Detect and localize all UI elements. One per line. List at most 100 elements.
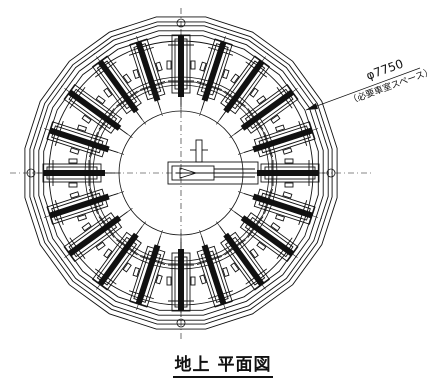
wheel-right bbox=[77, 124, 87, 132]
wheel-left bbox=[282, 191, 293, 199]
bay-tick bbox=[69, 237, 86, 260]
bay-stem bbox=[119, 211, 128, 219]
wheel-right bbox=[275, 214, 285, 222]
bay-tick bbox=[276, 86, 293, 109]
vehicle-pallet bbox=[201, 40, 227, 102]
axis-marker bbox=[326, 168, 336, 178]
bay-stem bbox=[234, 211, 243, 219]
bay-tick bbox=[128, 46, 154, 56]
inner-ring-lines bbox=[84, 76, 278, 270]
wheel-right bbox=[68, 158, 78, 164]
outer-ring-2 bbox=[29, 21, 333, 325]
vehicle-pallet bbox=[43, 170, 105, 176]
bay-tick bbox=[116, 239, 138, 256]
wheel-left bbox=[275, 124, 285, 132]
wheel-right bbox=[249, 87, 259, 98]
inner-ring-2 bbox=[92, 84, 270, 262]
wheel-left bbox=[132, 69, 140, 79]
wheel-left bbox=[155, 274, 163, 285]
wheel-right bbox=[166, 276, 172, 286]
bay-tick bbox=[224, 239, 246, 256]
bay-stem bbox=[108, 192, 119, 197]
parking-bay bbox=[91, 226, 143, 291]
wheel-right bbox=[132, 267, 140, 277]
bay-tick bbox=[69, 86, 86, 109]
vehicle-pallet bbox=[135, 244, 161, 306]
axis-marker bbox=[26, 168, 36, 178]
parking-bay bbox=[166, 239, 196, 312]
outer-ring-3 bbox=[33, 25, 329, 321]
dimension-leader bbox=[305, 67, 421, 111]
wheel-left bbox=[69, 147, 80, 155]
wheel-left bbox=[122, 262, 132, 273]
drawing-title: 地上 平面図 bbox=[172, 355, 274, 378]
center-turntable bbox=[167, 139, 259, 185]
wheel-right bbox=[122, 73, 132, 84]
axis-marker bbox=[176, 18, 186, 28]
wheel-left bbox=[230, 73, 240, 84]
bay-stem bbox=[135, 226, 143, 235]
parking-bay bbox=[247, 158, 320, 188]
turntable-post bbox=[195, 139, 203, 163]
inner-polygon bbox=[89, 81, 273, 265]
outer-ring-5 bbox=[43, 35, 319, 311]
vehicle-pallet bbox=[178, 249, 184, 311]
parking-bay bbox=[219, 226, 271, 291]
bay-tick bbox=[98, 216, 115, 238]
parking-bay bbox=[166, 34, 196, 107]
wheel-right bbox=[155, 61, 163, 72]
vehicle-pallet bbox=[223, 59, 265, 114]
vehicle-pallet bbox=[201, 244, 227, 306]
bay-tick bbox=[140, 256, 166, 265]
bay-tick bbox=[245, 268, 268, 285]
bay-tick bbox=[94, 268, 117, 285]
bay-tick bbox=[196, 256, 222, 265]
parking-bay bbox=[63, 211, 128, 263]
turntable-arrow bbox=[179, 167, 198, 179]
wheel-right bbox=[230, 262, 240, 273]
bay-stem bbox=[108, 149, 119, 154]
bay-stem bbox=[243, 149, 254, 154]
bay-stem bbox=[219, 111, 227, 120]
bay-stem bbox=[157, 100, 162, 111]
bay-stem bbox=[135, 111, 143, 120]
wheel-right bbox=[190, 60, 196, 70]
bay-tick bbox=[276, 237, 293, 260]
wheel-left bbox=[222, 267, 230, 277]
vehicle-pallet bbox=[48, 193, 110, 219]
bay-tick bbox=[89, 188, 98, 214]
parking-bay bbox=[42, 158, 115, 188]
vehicle-pallet bbox=[67, 215, 122, 257]
wheel-right bbox=[103, 248, 113, 259]
vehicle-pallet bbox=[97, 232, 139, 287]
bay-tick bbox=[224, 90, 246, 107]
outer-ring-1 bbox=[24, 16, 338, 330]
axis-marker bbox=[176, 318, 186, 328]
bay-tick bbox=[264, 188, 273, 214]
vehicle-pallet bbox=[223, 232, 265, 287]
outer-ring-4 bbox=[38, 30, 324, 316]
wheel-left bbox=[199, 61, 207, 72]
wheel-right bbox=[270, 114, 281, 124]
drawing-caption: 地上 平面図 bbox=[0, 350, 446, 378]
wheel-right bbox=[222, 69, 230, 79]
wheel-left bbox=[77, 214, 87, 222]
vehicle-pallet bbox=[67, 89, 122, 131]
parking-bay bbox=[234, 211, 299, 263]
bay-stem bbox=[200, 100, 205, 111]
vehicle-pallet bbox=[240, 215, 295, 257]
wheel-left bbox=[166, 60, 172, 70]
wheel-left bbox=[190, 276, 196, 286]
bay-tick bbox=[208, 290, 234, 300]
bay-tick bbox=[54, 120, 64, 146]
vehicle-pallet bbox=[257, 170, 319, 176]
diameter-dimension: φ7750 （必要車室スペース） bbox=[305, 57, 435, 111]
bay-tick bbox=[298, 120, 308, 146]
wheel-left bbox=[256, 95, 267, 105]
inner-ring-1 bbox=[84, 76, 278, 270]
parking-bay bbox=[234, 83, 299, 135]
wheel-right bbox=[282, 147, 293, 155]
vehicle-pallet bbox=[48, 127, 110, 153]
bay-stem bbox=[243, 192, 254, 197]
